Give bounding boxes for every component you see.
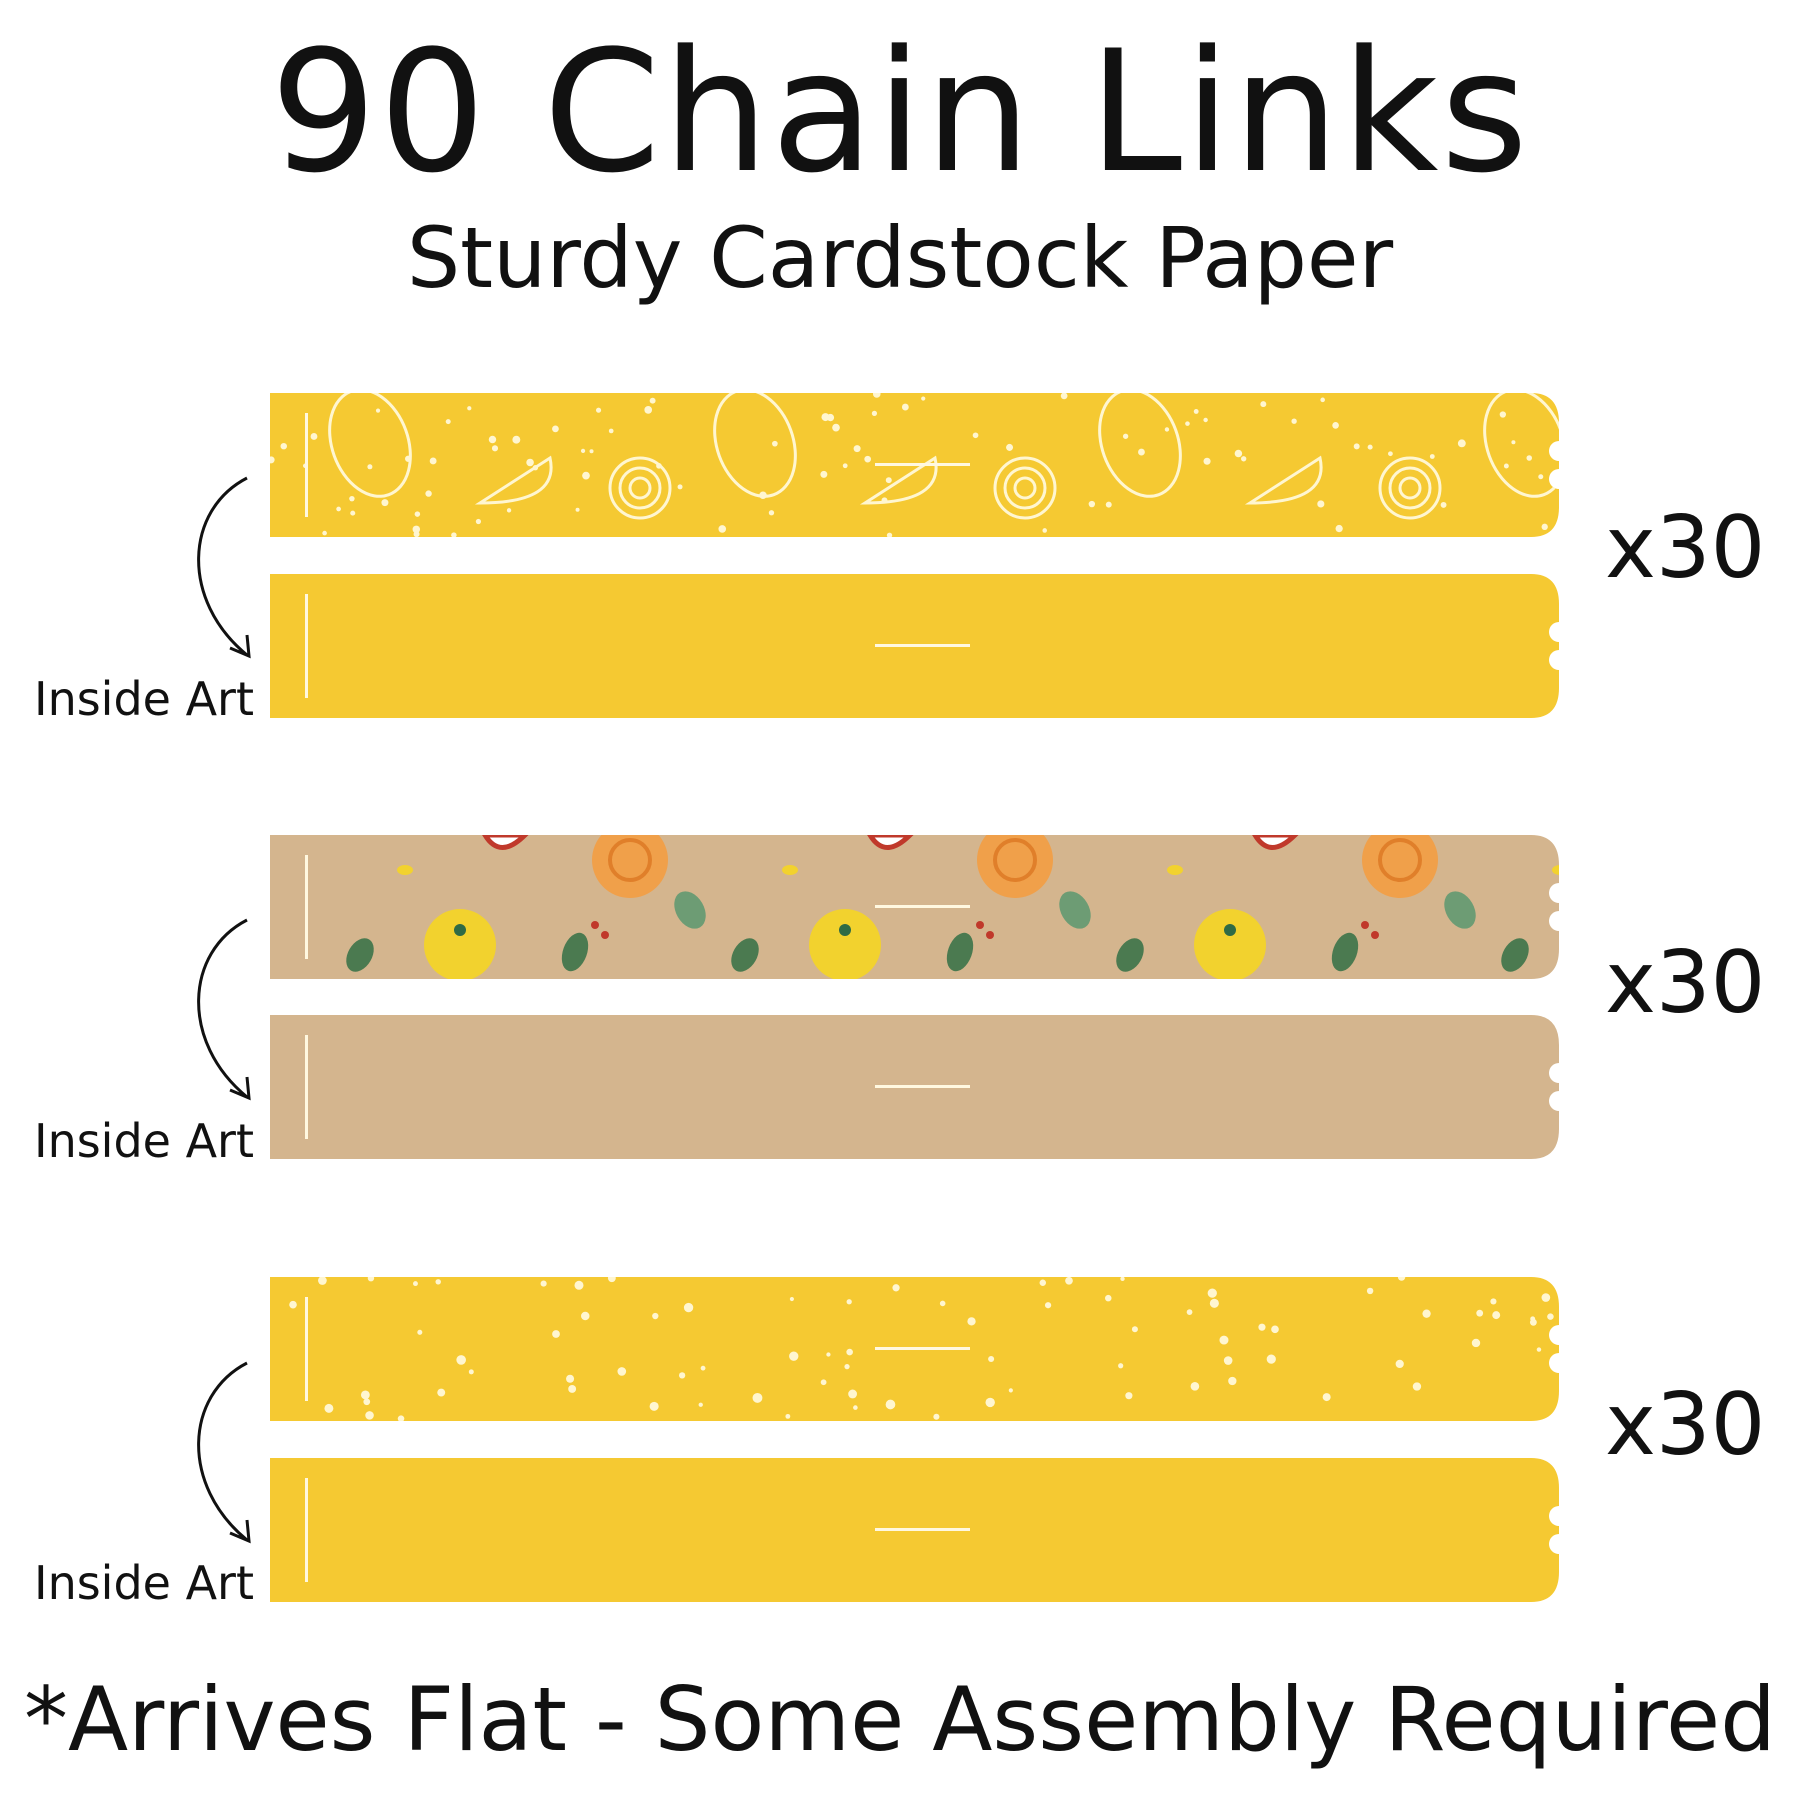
chain-link-outside-lemon-pattern [270,393,1560,537]
inside-art-label: Inside Art [34,1556,255,1610]
chain-link-inside-plain [270,1458,1560,1602]
quantity-label: x30 [1605,498,1766,598]
inside-art-label: Inside Art [34,672,255,726]
quantity-label: x30 [1605,1375,1766,1475]
inside-art-label: Inside Art [34,1114,255,1168]
chain-link-outside-fruit-pattern [270,835,1560,979]
chain-link-inside-plain [270,574,1560,718]
chain-link-outside-dots-pattern [270,1277,1560,1421]
curved-arrow-icon [197,918,251,1101]
subtitle: Sturdy Cardstock Paper [406,209,1394,307]
curved-arrow-icon [197,476,251,659]
footer-note: *Arrives Flat - Some Assembly Required [23,1668,1776,1771]
quantity-label: x30 [1605,933,1766,1033]
headline-title: 90 Chain Links [269,14,1531,210]
chain-link-inside-plain [270,1015,1560,1159]
curved-arrow-icon [197,1361,251,1544]
